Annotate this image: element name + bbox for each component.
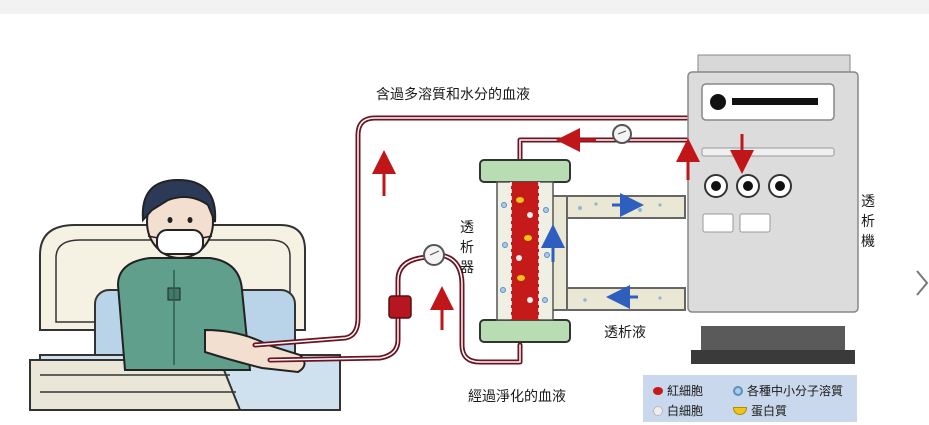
legend-label-solutes: 各種中小分子溶質 — [747, 384, 844, 398]
label-dialyzer: 透析器 — [460, 220, 474, 276]
chevron-right-icon[interactable] — [915, 268, 929, 298]
pressure-gauge-bottom — [423, 244, 445, 266]
flow-arrows — [372, 128, 754, 330]
solute-molecule-icon — [733, 385, 743, 396]
label-dialysate: 透析液 — [604, 325, 646, 341]
drip-chamber — [388, 295, 412, 319]
legend-item-rbc: 紅細胞 — [653, 382, 703, 399]
legend-label-protein: 蛋白質 — [751, 404, 788, 418]
dialysis-machine — [687, 54, 859, 364]
legend-label-wbc: 白細胞 — [667, 404, 704, 418]
label-blood-out: 經過淨化的血液 — [468, 389, 566, 405]
legend-item-solutes: 各種中小分子溶質 — [733, 382, 843, 399]
red-blood-cell-icon — [653, 386, 663, 395]
label-machine: 透析機 — [861, 194, 875, 250]
top-strip — [0, 0, 929, 14]
legend: 紅細胞 各種中小分子溶質 白細胞 蛋白質 — [643, 375, 857, 422]
label-blood-in: 含過多溶質和水分的血液 — [376, 87, 530, 103]
white-blood-cell-icon — [653, 405, 663, 416]
dialysate-channel — [544, 195, 686, 311]
legend-item-protein: 蛋白質 — [733, 402, 787, 419]
pressure-gauge-top — [612, 124, 632, 144]
legend-label-rbc: 紅細胞 — [667, 384, 704, 398]
legend-item-wbc: 白細胞 — [653, 402, 703, 419]
dialyzer — [479, 159, 571, 343]
protein-icon — [733, 406, 747, 415]
